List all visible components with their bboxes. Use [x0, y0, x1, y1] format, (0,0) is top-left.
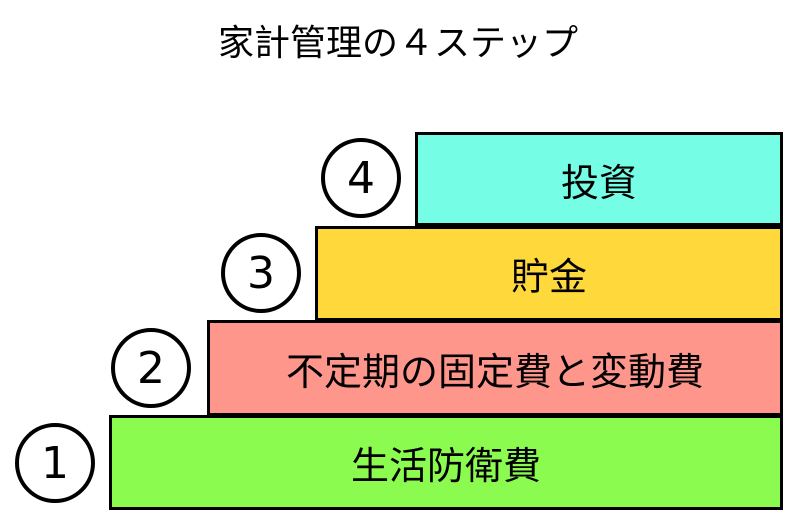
step-2-box: 不定期の固定費と変動費	[207, 320, 783, 416]
step-2-label: 不定期の固定費と変動費	[285, 349, 704, 394]
step-4-box: 投資	[415, 132, 783, 226]
step-2-number: 2	[137, 342, 165, 394]
step-3-number: 3	[247, 247, 275, 299]
step-4-number: 4	[347, 152, 375, 204]
step-1-number-circle: 1	[15, 423, 95, 503]
step-1-box: 生活防衛費	[109, 415, 783, 510]
step-2-number-circle: 2	[111, 328, 191, 408]
step-4-number-circle: 4	[321, 138, 401, 218]
step-3-label: 貯金	[510, 255, 587, 299]
step-1-number: 1	[41, 437, 69, 489]
step-4-label: 投資	[560, 160, 637, 205]
step-3-box: 貯金	[315, 226, 783, 321]
step-1-label: 生活防衛費	[350, 444, 541, 488]
step-3-number-circle: 3	[221, 233, 301, 313]
diagram-title: 家計管理の４ステップ	[217, 23, 578, 64]
